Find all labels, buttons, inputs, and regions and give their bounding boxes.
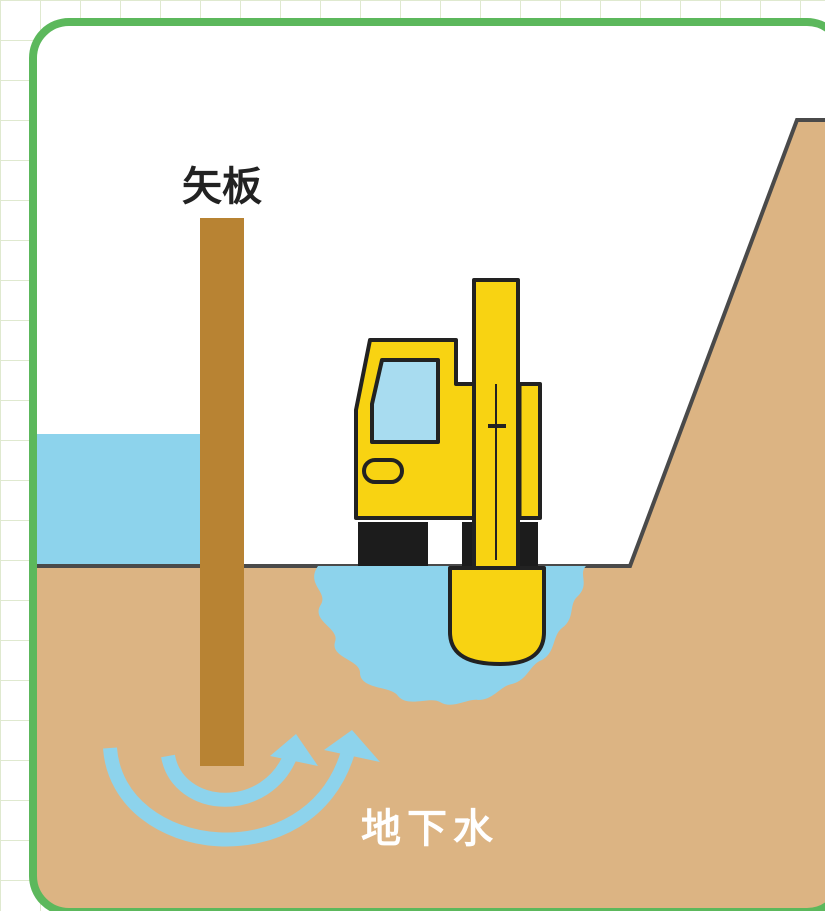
surface-water (33, 434, 223, 566)
scene (33, 22, 825, 911)
groundwater-arrowheads (270, 730, 380, 766)
groundwater-label: 地下水 (361, 806, 499, 852)
curved-arrow-icon (161, 749, 299, 807)
excavator-bucket (448, 566, 546, 666)
arrowhead-icon (270, 734, 318, 766)
excavator-icon (354, 278, 546, 666)
excavator-track-left (358, 522, 428, 566)
arrowhead-icon (324, 730, 380, 762)
groundwater-flow (103, 747, 355, 847)
excavator-light (362, 458, 404, 484)
curved-arrow-icon (103, 747, 355, 847)
sheet-pile-label: 矢板 (182, 164, 262, 210)
excavator-window (370, 358, 440, 444)
sheet-pile (200, 218, 244, 766)
frame-border (29, 18, 825, 911)
